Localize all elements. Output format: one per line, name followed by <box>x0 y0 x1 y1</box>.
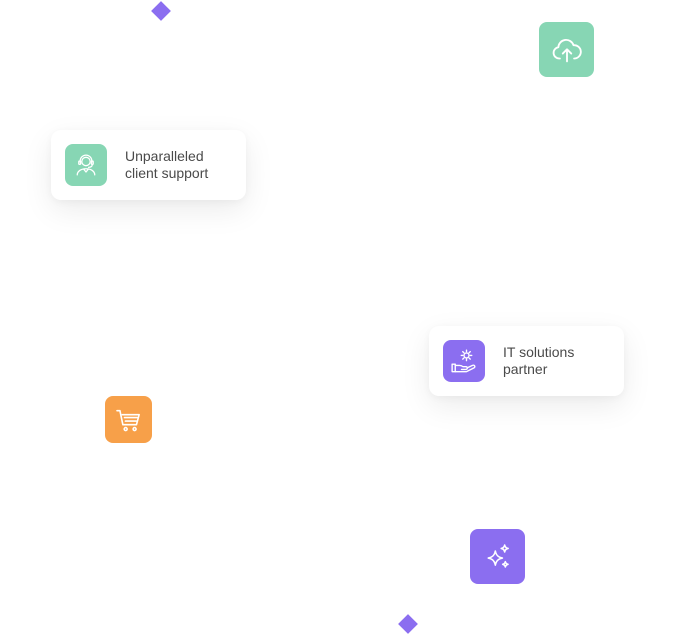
client-support-text: Unparalleled client support <box>125 148 208 182</box>
sparkles-icon <box>486 543 509 568</box>
cloud-upload-icon <box>552 38 582 62</box>
client-support-icon-tile <box>65 144 107 186</box>
shopping-cart-icon <box>115 409 140 431</box>
client-support-line2: client support <box>125 165 209 181</box>
it-solutions-text: IT solutions partner <box>503 344 574 378</box>
cloud-upload-tile <box>539 22 594 77</box>
hand-gear-icon <box>451 349 476 373</box>
it-solutions-icon-tile <box>443 340 485 382</box>
purple-diamond-bottom <box>398 614 418 634</box>
purple-diamond-top <box>151 1 171 21</box>
support-agent-icon <box>76 154 96 176</box>
it-solutions-card: IT solutions partner <box>429 326 624 396</box>
client-support-line1: Unparalleled <box>125 148 204 164</box>
shopping-cart-tile <box>105 396 152 443</box>
client-support-card: Unparalleled client support <box>51 130 246 200</box>
it-solutions-line2: partner <box>503 361 548 377</box>
sparkles-tile <box>470 529 525 584</box>
it-solutions-line1: IT solutions <box>503 344 575 360</box>
